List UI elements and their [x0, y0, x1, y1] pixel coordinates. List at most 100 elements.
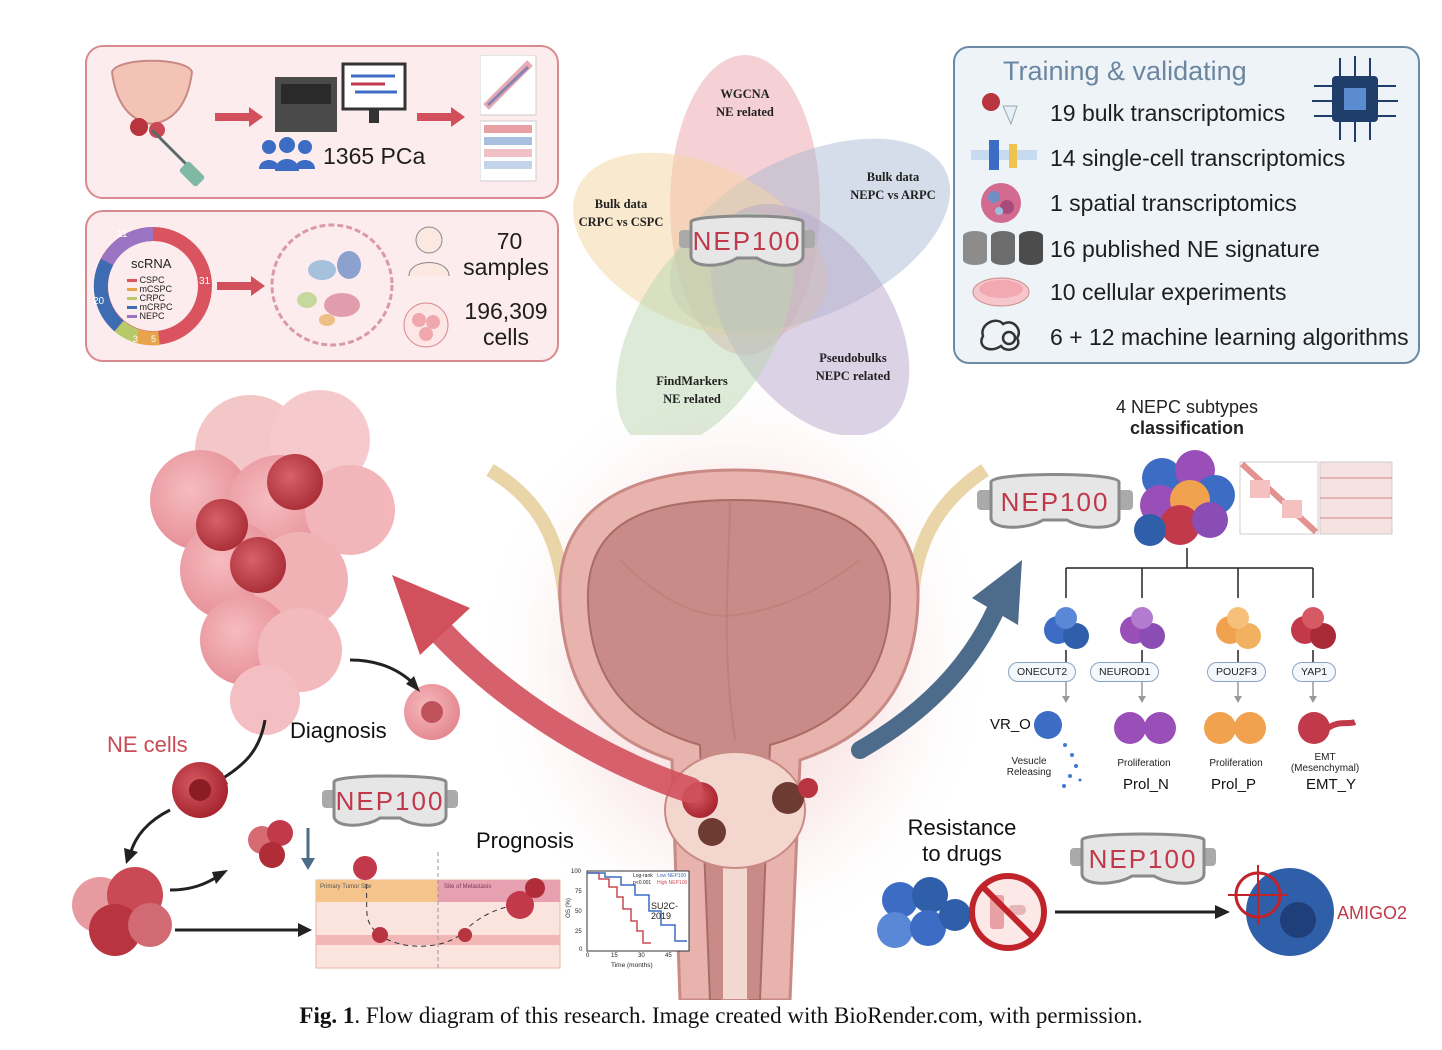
training-item-single-cell: 14 single-cell transcriptomics [1050, 145, 1346, 171]
ring-number-1: 11 [117, 229, 128, 240]
ring-number-3: 20 [93, 296, 105, 307]
km-curves [586, 870, 690, 952]
scrna-donut [93, 227, 212, 346]
heatmap-thumbnail [1239, 461, 1393, 535]
figure-caption: Fig. 1. Flow diagram of this research. I… [0, 1003, 1442, 1029]
km-xtick-30: 30 [638, 953, 645, 959]
tf-badge-onecut2: ONECUT2 [1008, 662, 1077, 682]
target-cell [1228, 865, 1334, 956]
people-icon [259, 137, 315, 171]
spatial-icon [981, 183, 1021, 223]
amigo2-label: AMIGO2 [1337, 903, 1408, 923]
samples-label: samples [463, 254, 549, 280]
blue-cell-cluster [877, 877, 971, 948]
km-plot: 100 75 50 25 0 OS (%) 0 15 30 45 Time (m… [565, 865, 693, 973]
resistance-label: Resistance to drugs [907, 815, 1017, 866]
prostate-tumor-2 [698, 818, 726, 846]
chip-icon [1312, 56, 1398, 142]
ring-number-5: 5 [151, 334, 157, 344]
nep100-goggle-prognosis: NEP100 [322, 774, 458, 827]
pca-count: 1365 PCa [323, 143, 426, 169]
blue-arrow-head [972, 560, 1022, 625]
caption-text: . Flow diagram of this research. Image c… [354, 1003, 1143, 1028]
legend-crpc: CRPC [127, 294, 173, 303]
database-icon [963, 231, 1043, 265]
training-panel: Training & validating 19 bulk transcript… [953, 46, 1420, 364]
km-xtick-0: 0 [586, 953, 590, 959]
training-title: Training & validating [1003, 56, 1247, 86]
km-legend-high: High NEP100 [657, 880, 688, 886]
goggle-text: NEP100 [336, 786, 445, 816]
subtype-desc-emt-y: EMT (Mesenchymal) [1290, 752, 1360, 774]
legend-cspc: CSPC [127, 276, 173, 285]
km-legend-low: Low NEP100 [657, 873, 687, 879]
legend-mcspc: mCSPC [127, 285, 173, 294]
km-ytick-50: 50 [575, 909, 582, 915]
training-item-cellular: 10 cellular experiments [1050, 279, 1287, 305]
bladder-inner [586, 498, 892, 1000]
training-item-bulk: 19 bulk transcriptomics [1050, 100, 1286, 126]
small-cluster [248, 820, 293, 868]
km-ytick-25: 25 [575, 929, 582, 935]
tf-arrows-dark [1065, 650, 1314, 662]
km-xlabel: Time (months) [611, 962, 653, 969]
background-illustration [72, 360, 1393, 1000]
subtypes-title: 4 NEPC subtypes classification [1115, 397, 1259, 438]
nepc-cluster [1134, 450, 1235, 546]
goggle-text: NEP100 [1089, 844, 1198, 874]
brain-gear-icon [980, 319, 1020, 351]
km-title: SU2C-2019 [651, 901, 679, 921]
person-icon [408, 226, 450, 277]
subtype-prol-n: Prol_N [1123, 776, 1169, 793]
km-stats2: p<0.001 [633, 880, 652, 886]
sequencer-icon [275, 62, 407, 132]
nep100-goggle-resistance: NEP100 [1070, 832, 1216, 885]
tf-badge-yap1: YAP1 [1292, 662, 1337, 682]
tissue-primary-label: Primary Tumor Site [320, 884, 372, 890]
ne-cells-label: NE cells [107, 732, 188, 757]
red-arrow-head [392, 575, 470, 655]
km-ytick-100: 100 [571, 869, 582, 875]
training-item-spatial: 1 spatial transcriptomics [1050, 190, 1297, 216]
tf-arrows [1065, 680, 1314, 698]
ring-number-4: 3 [133, 334, 139, 344]
legend-nepc: NEPC [127, 312, 173, 321]
subtype-prol-p: Prol_P [1211, 776, 1257, 793]
training-item-ml: 6 + 12 machine learning algorithms [1050, 324, 1409, 350]
subtype-vr-o: VR_O [990, 716, 1031, 733]
chip-device-icon [971, 140, 1037, 170]
scrna-title: scRNA [131, 256, 172, 271]
branch-cells [1044, 607, 1336, 649]
venn-set-findmarkers [616, 212, 794, 435]
prognosis-label: Prognosis [476, 828, 574, 853]
caption-label: Fig. 1 [299, 1003, 355, 1028]
diagnosis-label: Diagnosis [290, 718, 387, 743]
tissue-tube-icon [982, 93, 1018, 126]
scrna-panel: 11 31 20 3 5 scRNA CSPC mCSPC CRPC mCRPC… [85, 210, 559, 362]
vesicles [1062, 743, 1082, 788]
subtype-desc-prol-p: Proliferation [1209, 758, 1263, 769]
phenotype-cells [1034, 711, 1357, 744]
metastasis-diagram [315, 852, 561, 969]
red-cluster [72, 867, 172, 956]
blue-arrow [851, 591, 1009, 759]
km-ytick-0: 0 [579, 947, 583, 953]
ring-number-2: 31 [199, 276, 211, 287]
nep100-goggle-venn: NEP100 [679, 214, 815, 267]
tf-badge-neurod1: NEUROD1 [1090, 662, 1160, 682]
training-item-signature: 16 published NE signature [1050, 236, 1320, 262]
umap-circos-icon [270, 223, 394, 347]
km-stats1: Log-rank [633, 873, 653, 879]
prostate-tumor-4 [798, 778, 818, 798]
km-xtick-15: 15 [611, 953, 618, 959]
venn-diagram [573, 55, 951, 435]
tf-badge-pou2f3: POU2F3 [1207, 662, 1266, 682]
km-xtick-45: 45 [665, 953, 672, 959]
no-drugs-icon [969, 873, 1047, 951]
tissue-meta-label: Site of Metastasis [444, 884, 492, 890]
scatter-heatmap-icon [480, 55, 537, 182]
